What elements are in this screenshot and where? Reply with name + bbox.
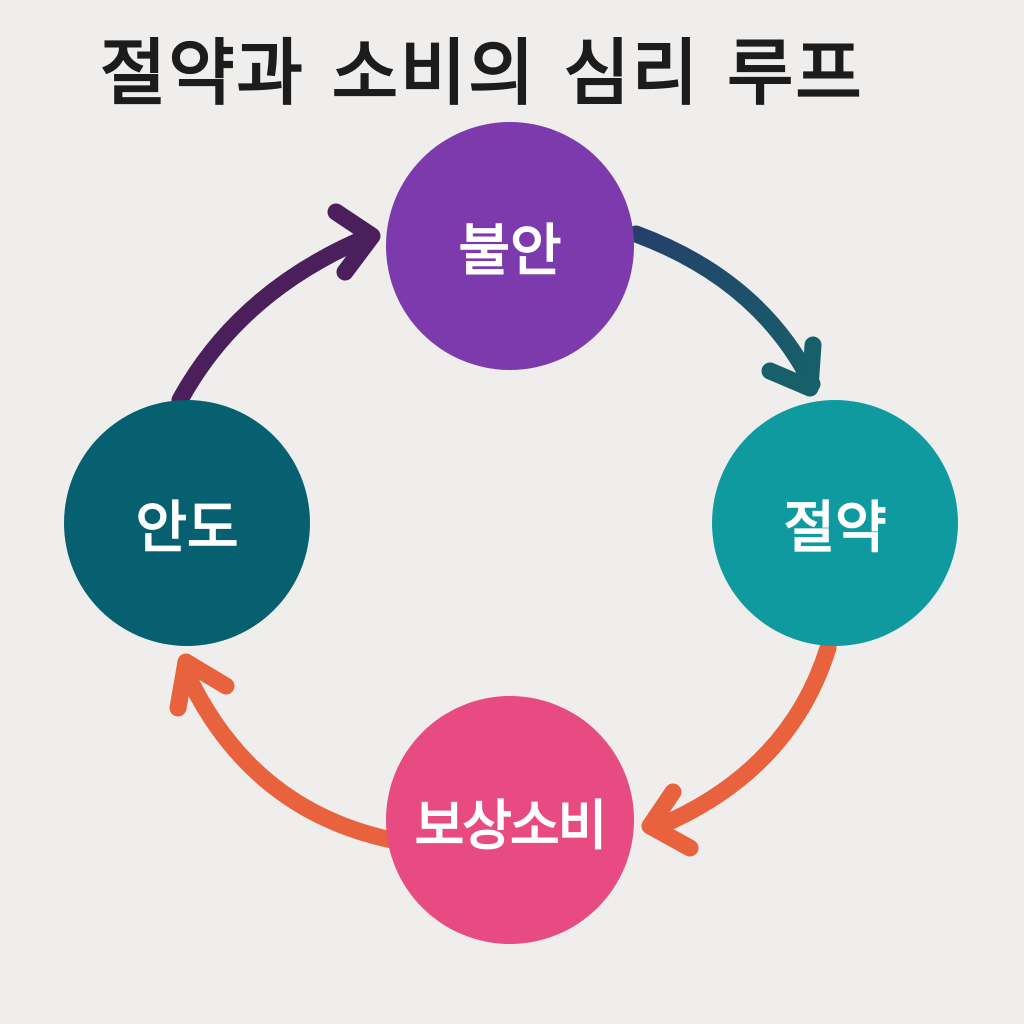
node-reward-spending-label: 보상소비 (414, 793, 608, 857)
node-relief-label: 안도 (135, 495, 239, 561)
node-anxiety-label: 불안 (458, 218, 562, 284)
node-anxiety: 불안 (386, 122, 634, 370)
node-reward-spending: 보상소비 (386, 696, 634, 944)
node-saving-label: 절약 (783, 495, 887, 561)
arrow-relief-to-anxiety (171, 203, 381, 409)
node-saving: 절약 (712, 400, 958, 646)
diagram-title: 절약과 소비의 심리 루프 (100, 31, 864, 115)
arrow-saving-to-reward (641, 639, 837, 857)
node-relief: 안도 (64, 400, 310, 646)
arrow-reward-to-relief (169, 653, 401, 849)
arrow-anxiety-to-saving (627, 225, 822, 397)
